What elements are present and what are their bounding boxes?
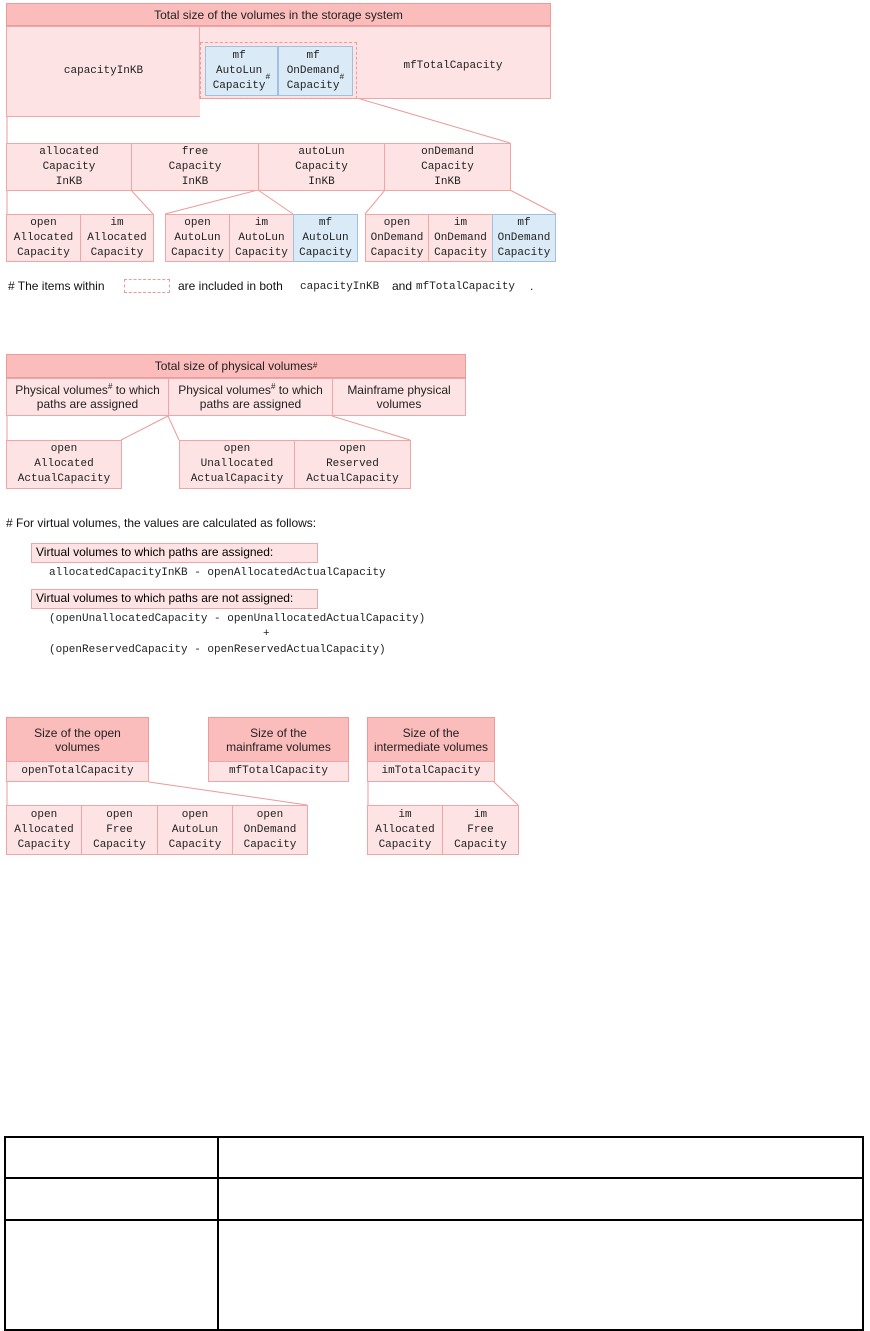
total-volumes-header: Total size of the volumes in the storage…: [6, 3, 551, 26]
physical-assigned-box-1: Physical volumes# to which paths are ass…: [6, 378, 169, 416]
mf-autolun-capacity-text: mf AutoLun Capacity: [212, 49, 266, 92]
col1-line2: paths are assigned: [36, 397, 139, 411]
virtual-not-assigned-label: Virtual volumes to which paths are not a…: [31, 589, 318, 609]
mf-ondemand-capacity-box: mf OnDemand Capacity#: [278, 46, 353, 96]
open-ondemand-capacity-box: open OnDemand Capacity: [232, 805, 308, 855]
formula-plus: +: [263, 628, 270, 640]
table-cell: [217, 1136, 864, 1179]
autolun-capacity-box: autoLun Capacity InKB: [258, 143, 385, 191]
ondemand-capacity-box: onDemand Capacity InKB: [384, 143, 511, 191]
leaf-im-allocated: im Allocated Capacity: [80, 214, 154, 262]
leaf-open-autolun: open AutoLun Capacity: [165, 214, 230, 262]
table-cell: [4, 1177, 219, 1221]
leaf-im-autolun: im AutoLun Capacity: [229, 214, 294, 262]
note-prefix: # The items within: [8, 279, 105, 293]
dashed-legend-box: [124, 279, 170, 293]
capacity-in-kb-box: capacityInKB: [6, 26, 200, 117]
dashed-included-region: [200, 42, 357, 99]
virtual-volumes-note: # For virtual volumes, the values are ca…: [6, 516, 317, 530]
free-capacity-box: free Capacity InKB: [131, 143, 259, 191]
note-code-mftotal: mfTotalCapacity: [416, 281, 516, 293]
mainframe-physical-box: Mainframe physical volumes: [332, 378, 466, 416]
physical-volumes-header: Total size of physical volumes#: [6, 354, 466, 378]
leaf-im-ondemand: im OnDemand Capacity: [428, 214, 493, 262]
physical-assigned-box-2: Physical volumes# to which paths are ass…: [168, 378, 333, 416]
table-cell: [217, 1219, 864, 1331]
intermediate-volumes-header: Size of the intermediate volumes: [367, 717, 495, 762]
table-cell: [4, 1136, 219, 1179]
im-allocated-capacity-box: im Allocated Capacity: [367, 805, 443, 855]
virtual-assigned-label: Virtual volumes to which paths are assig…: [31, 543, 318, 563]
table-row: [4, 1177, 864, 1221]
col2-rest: to which: [275, 383, 323, 397]
col1-text: Physical volumes: [15, 383, 108, 397]
open-allocated-capacity-box: open Allocated Capacity: [6, 805, 82, 855]
mf-ondemand-capacity-text: mf OnDemand Capacity: [286, 49, 340, 92]
leaf-mf-autolun: mf AutoLun Capacity: [293, 214, 358, 262]
table-row: [4, 1136, 864, 1179]
mf-autolun-capacity-box: mf AutoLun Capacity#: [205, 46, 278, 96]
mf-total-capacity-box: mfTotalCapacity: [208, 761, 349, 782]
formula-unallocated: (openUnallocatedCapacity - openUnallocat…: [49, 613, 426, 625]
leaf-mf-ondemand: mf OnDemand Capacity: [492, 214, 556, 262]
table-row: [4, 1219, 864, 1331]
open-unallocated-actual-box: open Unallocated ActualCapacity: [179, 440, 295, 489]
allocated-capacity-box: allocated Capacity InKB: [6, 143, 132, 191]
col2-line2: paths are assigned: [199, 397, 302, 411]
note-code-capacity: capacityInKB: [300, 281, 380, 293]
im-free-capacity-box: im Free Capacity: [442, 805, 519, 855]
open-allocated-actual-box: open Allocated ActualCapacity: [6, 440, 122, 489]
leaf-open-allocated: open Allocated Capacity: [6, 214, 81, 262]
open-volumes-header: Size of the open volumes: [6, 717, 149, 762]
leaf-open-ondemand: open OnDemand Capacity: [365, 214, 429, 262]
im-total-capacity-box: imTotalCapacity: [367, 761, 495, 782]
col2-text: Physical volumes: [178, 383, 271, 397]
table-cell: [4, 1219, 219, 1331]
mainframe-volumes-header: Size of the mainframe volumes: [208, 717, 349, 762]
formula-reserved: (openReservedCapacity - openReservedActu…: [49, 644, 386, 656]
col1-rest: to which: [112, 383, 160, 397]
physical-volumes-header-text: Total size of physical volumes: [154, 359, 313, 373]
table-cell: [217, 1177, 864, 1221]
note-end: .: [530, 279, 534, 293]
note-and: and: [392, 279, 413, 293]
mf-total-capacity-box: mfTotalCapacity: [403, 59, 503, 72]
empty-table: [4, 1136, 864, 1331]
formula-assigned: allocatedCapacityInKB - openAllocatedAct…: [49, 567, 386, 579]
open-autolun-capacity-box: open AutoLun Capacity: [157, 805, 233, 855]
open-free-capacity-box: open Free Capacity: [81, 805, 158, 855]
open-reserved-actual-box: open Reserved ActualCapacity: [294, 440, 411, 489]
note-mid: are included in both: [178, 279, 283, 293]
open-total-capacity-box: openTotalCapacity: [6, 761, 149, 782]
